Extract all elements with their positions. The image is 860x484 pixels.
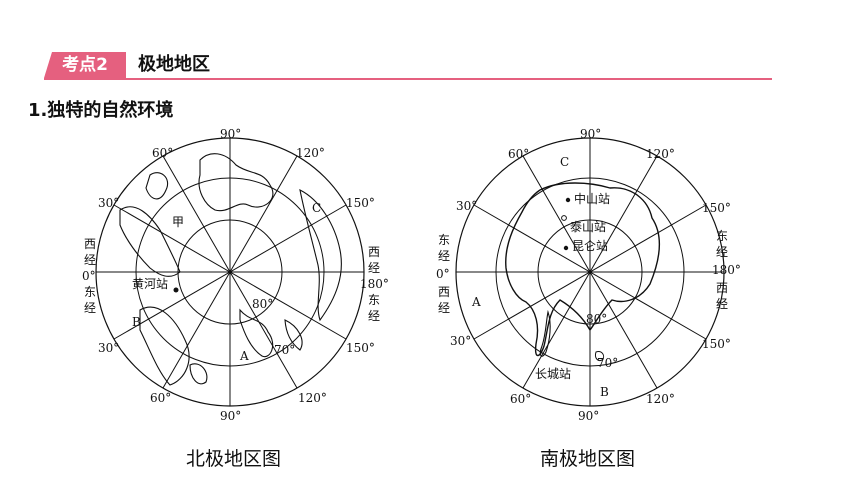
- south-island: [595, 351, 605, 361]
- south-left-0: 0°: [436, 267, 450, 281]
- south-lat-70: 70°: [597, 356, 618, 370]
- north-point-c: C: [312, 201, 321, 215]
- south-deg-120-top: 120°: [646, 147, 675, 161]
- south-deg-60-top: 60°: [508, 147, 529, 161]
- south-deg-90-bot: 90°: [578, 409, 599, 423]
- south-left-jing1: 经: [438, 249, 450, 263]
- north-left-jing1: 经: [84, 253, 96, 267]
- south-deg-120-bot: 120°: [646, 392, 675, 406]
- north-labels: 90° 60° 120° 30° 150° 30° 150° 60° 120° …: [82, 127, 389, 423]
- north-station-huanghe: 黄河站: [132, 277, 168, 291]
- south-point-b: B: [600, 385, 609, 399]
- subheading: 1.独特的自然环境: [28, 100, 174, 121]
- north-right-180: 180°: [360, 277, 389, 291]
- station-kunlun-dot: [563, 245, 569, 251]
- north-deg-90-top: 90°: [220, 127, 241, 141]
- north-deg-150-lr: 150°: [346, 341, 375, 355]
- south-deg-150-ur: 150°: [702, 201, 731, 215]
- north-left-east: 东: [84, 285, 96, 299]
- north-deg-30-ul: 30°: [98, 196, 119, 210]
- north-deg-150-ur: 150°: [346, 196, 375, 210]
- south-point-a: A: [471, 295, 481, 309]
- section-title: 极地地区: [138, 54, 210, 75]
- station-taishan-dot: [561, 215, 567, 221]
- south-right-180: 180°: [712, 263, 741, 277]
- north-map-caption: 北极地区图: [186, 448, 282, 470]
- north-deg-30-ll: 30°: [98, 341, 119, 355]
- north-lat-70: 70°: [274, 343, 295, 357]
- section-header: 考点2 极地地区: [44, 52, 772, 80]
- south-map-caption: 南极地区图: [540, 448, 636, 470]
- section-tag: 考点2: [44, 52, 126, 78]
- north-left-jing2: 经: [84, 301, 96, 315]
- south-deg-90-top: 90°: [580, 127, 601, 141]
- south-lat-80: 80°: [586, 312, 607, 326]
- north-point-b: B: [132, 315, 141, 329]
- south-point-c: C: [560, 155, 569, 169]
- north-left-0: 0°: [82, 269, 96, 283]
- north-deg-90-bot: 90°: [220, 409, 241, 423]
- antarctica-coastline: [505, 182, 661, 357]
- north-left-west: 西: [84, 237, 96, 251]
- north-deg-60-top: 60°: [152, 146, 173, 160]
- north-deg-120-top: 120°: [296, 146, 325, 160]
- north-right-jing1: 经: [368, 261, 380, 275]
- north-right-west: 西: [368, 245, 380, 259]
- south-left-east: 东: [438, 233, 450, 247]
- north-deg-60-bot: 60°: [150, 391, 171, 405]
- north-point-jia: 甲: [172, 215, 184, 229]
- station-taishan: 泰山站: [570, 220, 606, 234]
- north-point-a: A: [239, 349, 249, 363]
- south-deg-30-ll: 30°: [450, 334, 471, 348]
- south-left-jing2: 经: [438, 301, 450, 315]
- header-rule: [44, 78, 772, 80]
- south-right-jing1: 经: [716, 245, 728, 259]
- north-deg-120-bot: 120°: [298, 391, 327, 405]
- south-labels: 90° 60° 120° 30° 150° 30° 150° 60° 90° 1…: [436, 127, 741, 423]
- north-meridians: [96, 138, 364, 406]
- station-zhongshan: 中山站: [574, 191, 610, 206]
- south-left-west: 西: [438, 285, 450, 299]
- north-right-east: 东: [368, 293, 380, 307]
- south-meridians: [456, 138, 724, 406]
- station-zhongshan-dot: [565, 197, 571, 203]
- south-deg-150-lr: 150°: [702, 337, 731, 351]
- north-right-jing2: 经: [368, 309, 380, 323]
- south-right-jing2: 经: [716, 297, 728, 311]
- south-deg-30-ul: 30°: [456, 199, 477, 213]
- antarctic-peninsula: [539, 309, 551, 357]
- station-kunlun: 昆仑站: [572, 239, 608, 253]
- station-changcheng: 长城站: [535, 367, 571, 381]
- north-lat-80: 80°: [252, 297, 273, 311]
- north-station-dot: [173, 287, 179, 293]
- south-right-west: 西: [716, 281, 728, 295]
- south-right-east: 东: [716, 229, 728, 243]
- north-coastlines: [119, 153, 342, 386]
- south-deg-60-bot: 60°: [510, 392, 531, 406]
